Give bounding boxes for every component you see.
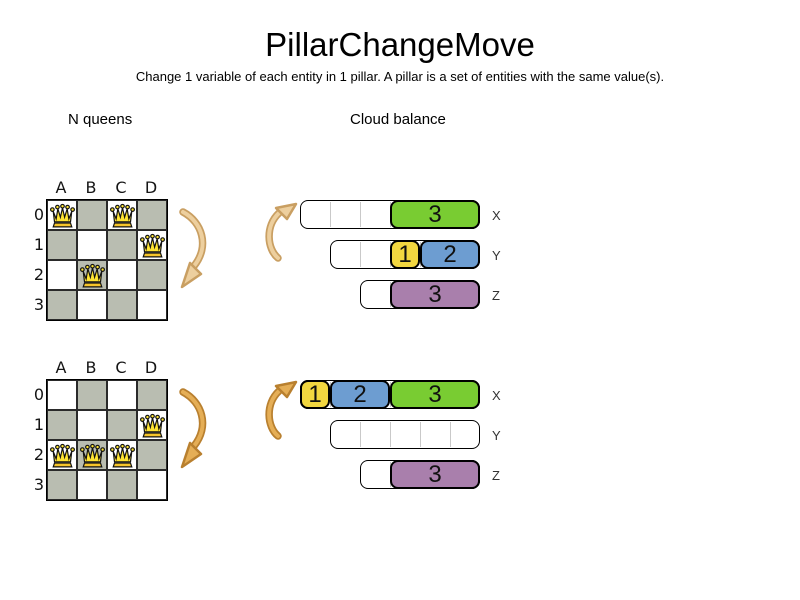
board-cell-D0 (137, 200, 167, 230)
computer-label-Y: Y (492, 248, 501, 263)
board-cell-A3 (47, 290, 77, 320)
page-title: PillarChangeMove (265, 26, 535, 63)
process-block: 3 (390, 460, 480, 489)
process-block: 3 (390, 380, 480, 409)
queen-icon (139, 233, 165, 257)
queen-icon (109, 203, 135, 227)
board-grid (46, 379, 168, 501)
board-cell-D1 (137, 230, 167, 260)
board-cell-D3 (137, 290, 167, 320)
board-row-label: 0 (33, 205, 44, 224)
capacity-divider (450, 422, 451, 447)
section-label-cloud: Cloud balance (350, 111, 446, 128)
board-grid (46, 199, 168, 321)
board-cell-D3 (137, 470, 167, 500)
process-block: 3 (390, 280, 480, 309)
computer-label-Z: Z (492, 288, 500, 303)
board-cell-C1 (107, 410, 137, 440)
process-block: 2 (420, 240, 480, 269)
queen-icon (109, 443, 135, 467)
section-label-nqueens: N queens (68, 111, 133, 128)
computer-label-Y: Y (492, 428, 501, 443)
process-block: 2 (330, 380, 390, 409)
computer-label-X: X (492, 208, 501, 223)
move-arrow-down-icon (179, 388, 207, 469)
process-block: 3 (390, 200, 480, 229)
board-cell-C2 (107, 440, 137, 470)
computer-bar-Y (330, 420, 480, 449)
board-cell-C0 (107, 380, 137, 410)
board-row-label: 1 (33, 235, 44, 254)
board-cell-A0 (47, 380, 77, 410)
board-cell-D1 (137, 410, 167, 440)
move-arrow-up-icon (265, 380, 298, 440)
capacity-divider (330, 202, 331, 227)
board-cell-D0 (137, 380, 167, 410)
board-cell-B3 (77, 470, 107, 500)
board-row-label: 3 (33, 295, 44, 314)
board-row-label: 2 (33, 445, 44, 464)
move-arrow-up-icon (265, 202, 298, 262)
queen-icon (79, 263, 105, 287)
computer-label-Z: Z (492, 468, 500, 483)
board-cell-A3 (47, 470, 77, 500)
board-cell-A2 (47, 260, 77, 290)
board-cell-C1 (107, 230, 137, 260)
capacity-divider (360, 242, 361, 267)
computer-label-X: X (492, 388, 501, 403)
board-cell-D2 (137, 260, 167, 290)
board-cell-B0 (77, 200, 107, 230)
board-row-label: 3 (33, 475, 44, 494)
board-cell-B1 (77, 410, 107, 440)
board-cell-D2 (137, 440, 167, 470)
queen-icon (49, 443, 75, 467)
board-cell-C3 (107, 290, 137, 320)
board-cell-A0 (47, 200, 77, 230)
board-cell-C0 (107, 200, 137, 230)
board-cell-C3 (107, 470, 137, 500)
queen-icon (49, 203, 75, 227)
process-block: 1 (390, 240, 420, 269)
board-cell-A1 (47, 410, 77, 440)
board-column-label: B (85, 178, 97, 197)
capacity-divider (360, 422, 361, 447)
board-cell-C2 (107, 260, 137, 290)
board-cell-B3 (77, 290, 107, 320)
board-column-label: B (85, 358, 97, 377)
page-subtitle: Change 1 variable of each entity in 1 pi… (135, 69, 665, 84)
capacity-divider (390, 422, 391, 447)
queen-icon (79, 443, 105, 467)
board-column-label: C (115, 358, 127, 377)
board-column-label: D (144, 178, 158, 197)
board-cell-A1 (47, 230, 77, 260)
board-cell-B1 (77, 230, 107, 260)
board-cell-B0 (77, 380, 107, 410)
board-cell-A2 (47, 440, 77, 470)
board-column-label: D (144, 358, 158, 377)
capacity-divider (360, 202, 361, 227)
move-arrow-down-icon (179, 208, 207, 289)
board-row-label: 1 (33, 415, 44, 434)
board-row-label: 2 (33, 265, 44, 284)
capacity-divider (420, 422, 421, 447)
board-row-label: 0 (33, 385, 44, 404)
board-column-label: A (55, 178, 67, 197)
board-column-label: C (115, 178, 127, 197)
board-cell-B2 (77, 440, 107, 470)
queen-icon (139, 413, 165, 437)
process-block: 1 (300, 380, 330, 409)
board-cell-B2 (77, 260, 107, 290)
board-column-label: A (55, 358, 67, 377)
